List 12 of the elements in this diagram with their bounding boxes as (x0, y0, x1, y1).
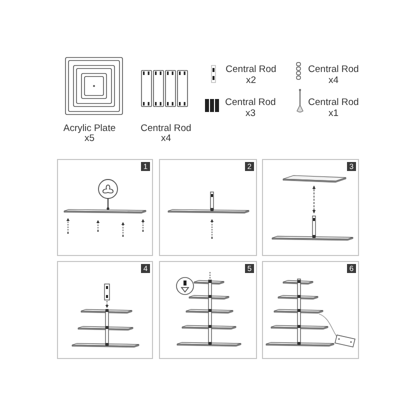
step-panel (262, 159, 359, 256)
step-panel (159, 261, 257, 359)
part-caption: Central Rod x3 (224, 98, 276, 119)
step-panel (262, 261, 359, 359)
step-panel (57, 159, 153, 256)
step-panel (57, 261, 153, 359)
part-caption: Acrylic Plate x5 (62, 124, 116, 144)
part-caption: Central Rod x1 (308, 98, 360, 119)
part-caption: Central Rod x4 (140, 124, 192, 144)
part-caption: Central Rod x2 (225, 65, 277, 86)
step-panel (159, 159, 257, 256)
part-caption: Central Rod x4 (308, 65, 360, 86)
